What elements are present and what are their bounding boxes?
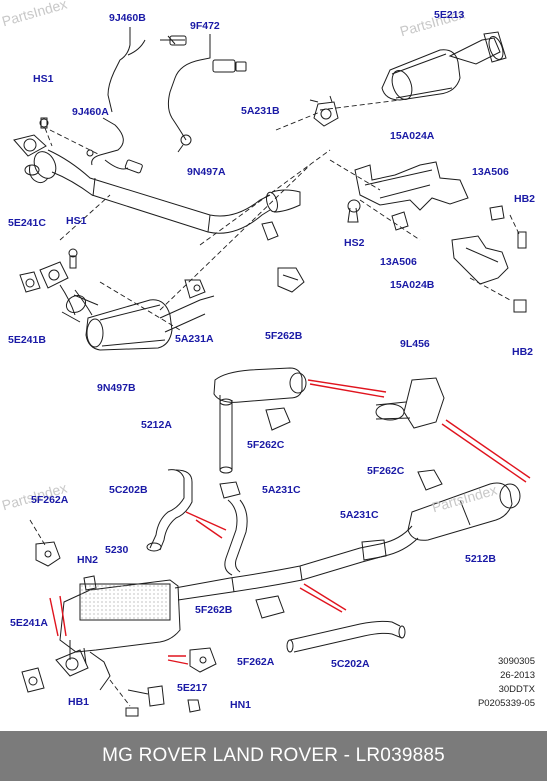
callout-5f262b-bottom: 5F262B — [195, 604, 233, 616]
front-pipe-9n497a — [47, 149, 271, 217]
mount-5f262b-bottom — [255, 595, 285, 619]
highlight-lines — [49, 379, 531, 665]
callout-5e241c: 5E241C — [8, 217, 46, 229]
mount-5f262c-right — [417, 469, 443, 491]
clamp-5a231a — [184, 279, 206, 299]
callout-9f472: 9F472 — [190, 20, 220, 32]
callout-5c202a: 5C202A — [331, 658, 370, 670]
nut-13a506-right — [489, 205, 505, 221]
callout-hb1: HB1 — [68, 696, 90, 708]
mount-5f262c-mid — [265, 407, 291, 431]
callout-hs1-mid: HS1 — [66, 215, 87, 227]
mount-5f262b-top — [277, 267, 305, 293]
illustration-id: P0205339-05 — [477, 698, 535, 709]
callout-hs1-top: HS1 — [33, 73, 54, 85]
drawing-date: 26-2013 — [500, 670, 535, 681]
exhaust-drawing — [13, 27, 531, 717]
mount-5f262a-left — [35, 541, 61, 567]
engine-code: 30DDTX — [498, 684, 535, 695]
callout-5f262a-bottom: 5F262A — [237, 656, 275, 668]
gasket-5e241c — [24, 164, 40, 176]
flange-5e213 — [483, 31, 507, 63]
callout-hb2-bottom: HB2 — [512, 346, 534, 358]
callout-hs2: HS2 — [344, 237, 365, 249]
callout-5a231a: 5A231A — [175, 333, 214, 345]
flange-top — [13, 134, 47, 157]
nut-hn1 — [187, 699, 201, 713]
mount-5f262a-bottom — [189, 647, 217, 673]
tail-trim-9l456 — [403, 377, 445, 429]
flange-mid — [39, 261, 69, 289]
nut-13a506-left — [391, 211, 409, 231]
nut-hn2 — [83, 575, 97, 591]
sensor-wire-9j460b — [107, 27, 131, 113]
callout-5f262b-top: 5F262B — [265, 330, 303, 342]
callout-9n497b: 9N497B — [97, 382, 136, 394]
cat-converter-5230 — [59, 579, 181, 653]
bolt-hb2-top — [517, 231, 527, 249]
callout-5a231c-mid: 5A231C — [262, 484, 301, 496]
callout-5230: 5230 — [105, 544, 129, 556]
cat-converter-5e213 — [381, 49, 461, 101]
callout-5212a: 5212A — [141, 419, 172, 431]
exhaust-diagram: PartsIndex PartsIndex PartsIndex PartsIn… — [0, 0, 536, 717]
callout-5212b: 5212B — [465, 553, 496, 565]
drawing-reference: 3090305 26-2013 30DDTX P0205339-05 — [425, 655, 535, 711]
callout-9j460a: 9J460A — [72, 106, 109, 118]
flex-pipe-5c202b — [149, 469, 185, 549]
muffler-5212a — [213, 367, 303, 403]
callout-5f262c-mid: 5F262C — [247, 439, 285, 451]
callout-5c202b: 5C202B — [109, 484, 148, 496]
gasket-5e241b — [19, 271, 41, 293]
muffler-5212b — [407, 482, 513, 541]
callout-5e241a: 5E241A — [10, 617, 48, 629]
callout-5f262a-left: 5F262A — [31, 494, 69, 506]
callout-13a506-left: 13A506 — [380, 256, 417, 268]
callout-15a024a: 15A024A — [390, 130, 435, 142]
callout-5e241b: 5E241B — [8, 334, 46, 346]
clamp-5a231b — [313, 101, 339, 127]
bracket-15a024a — [354, 161, 469, 211]
callout-9j460b: 9J460B — [109, 12, 146, 24]
callout-5a231c-right: 5A231C — [340, 509, 379, 521]
callout-13a506-right: 13A506 — [472, 166, 509, 178]
sensor-wire-9f472 — [167, 34, 211, 141]
callout-5f262c-right: 5F262C — [367, 465, 405, 477]
callout-hn1: HN1 — [230, 699, 252, 711]
footer-bar: MG ROVER LAND ROVER - LR039885 — [0, 731, 547, 781]
callout-15a024b: 15A024B — [390, 279, 435, 291]
bracket-5e217 — [147, 685, 165, 707]
callout-9n497a: 9N497A — [187, 166, 226, 178]
callout-hb2-top: HB2 — [514, 193, 536, 205]
drawing-code: 3090305 — [498, 656, 535, 667]
callout-5e213: 5E213 — [434, 9, 465, 21]
sensor-wire-9j460a — [91, 117, 124, 166]
tailpipe-5212a — [219, 395, 233, 470]
cat-converter-9n497b — [85, 299, 173, 351]
callout-9l456: 9L456 — [400, 338, 430, 350]
callout-5e217: 5E217 — [177, 682, 208, 694]
flex-pipe-5c202a — [289, 620, 401, 641]
bracket-15a024b — [451, 235, 509, 285]
callout-5a231b: 5A231B — [241, 105, 280, 117]
intermediate-pipe — [174, 525, 413, 589]
callout-hn2: HN2 — [77, 554, 99, 566]
bolt-hb1 — [125, 707, 139, 717]
gasket-5e241a — [65, 657, 79, 671]
footer-title: MG ROVER LAND ROVER - LR039885 — [102, 745, 445, 766]
connector-9f472 — [212, 59, 236, 73]
connector-9j460b — [169, 35, 187, 46]
bolt-hb2-bottom — [513, 299, 527, 313]
clamp-5a231c-mid — [219, 481, 241, 499]
